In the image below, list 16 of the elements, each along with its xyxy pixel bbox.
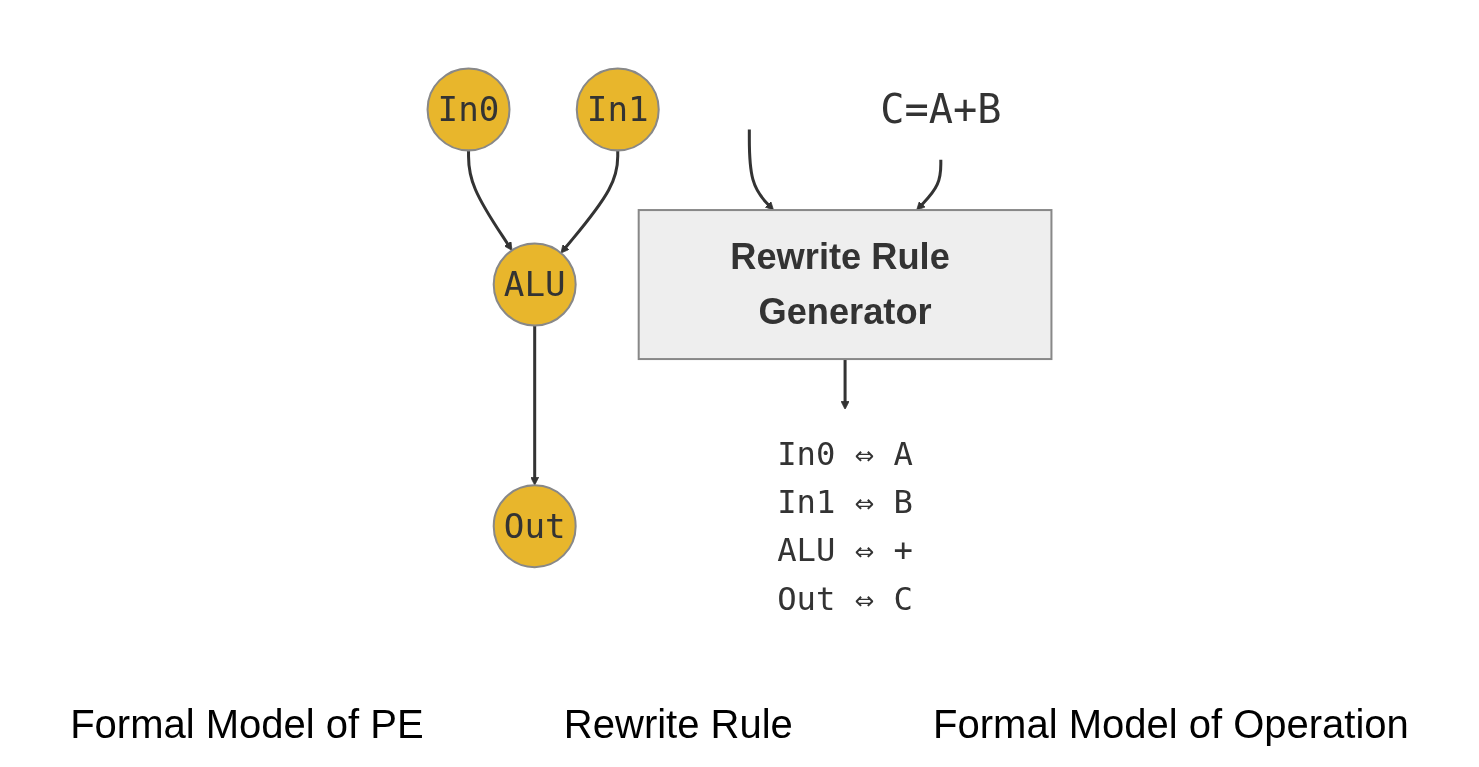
caption: Rewrite Rule bbox=[563, 702, 793, 747]
node-text: In0 ⇔ A In1 ⇔ B ALU ⇔ + Out ⇔ C bbox=[777, 434, 913, 618]
arrow bbox=[467, 150, 513, 251]
node-circle: Out bbox=[492, 484, 577, 569]
arrow bbox=[916, 159, 943, 211]
arrow bbox=[840, 359, 850, 410]
node-text: C=A+B bbox=[880, 86, 1002, 133]
node-circle: In0 bbox=[426, 67, 511, 152]
arrow bbox=[560, 150, 620, 254]
caption: Formal Model of PE bbox=[70, 702, 424, 747]
node-box: Rewrite Rule Generator bbox=[637, 209, 1053, 361]
node-circle: ALU bbox=[492, 242, 577, 327]
arrow bbox=[747, 129, 774, 211]
node-circle: In1 bbox=[575, 67, 660, 152]
caption: Formal Model of Operation bbox=[933, 702, 1409, 747]
arrow bbox=[530, 325, 540, 486]
